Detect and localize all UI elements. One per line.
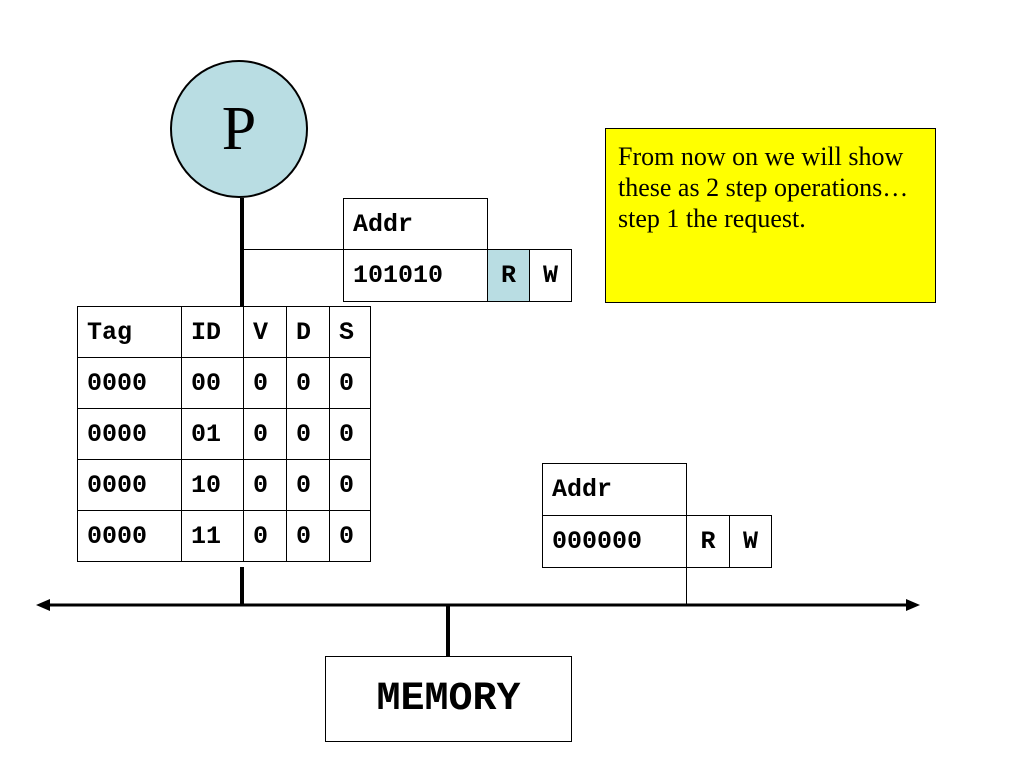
explanation-note: From now on we will show these as 2 step… <box>605 128 936 303</box>
cache-bus-link <box>240 567 244 605</box>
request-addr-value: 101010 <box>343 249 488 302</box>
cache-cell-tag: 0000 <box>77 510 182 562</box>
cache-cell-v: 0 <box>243 459 287 511</box>
bus-arrow-left-icon <box>36 599 50 611</box>
processor-cache-link <box>240 198 244 306</box>
table-row: 0000 10 0 0 0 <box>77 459 371 511</box>
table-row: 0000 11 0 0 0 <box>77 510 371 562</box>
cache-header-v: V <box>243 306 287 358</box>
bus-addr-value: 000000 <box>542 515 687 568</box>
cache-header-row: Tag ID V D S <box>77 306 371 358</box>
bus-request-connector <box>686 567 687 605</box>
cache-cell-v: 0 <box>243 510 287 562</box>
table-row: 0000 01 0 0 0 <box>77 408 371 460</box>
table-row: 0000 00 0 0 0 <box>77 357 371 409</box>
cache-cell-v: 0 <box>243 357 287 409</box>
request-connector <box>244 249 344 250</box>
cache-cell-d: 0 <box>286 459 330 511</box>
cache-cell-d: 0 <box>286 510 330 562</box>
cache-header-id: ID <box>181 306 244 358</box>
cache-cell-s: 0 <box>329 459 371 511</box>
request-read-flag: R <box>487 249 530 302</box>
memory-node: MEMORY <box>325 656 572 742</box>
processor-label: P <box>221 95 257 163</box>
request-addr-header: Addr <box>343 198 488 250</box>
cache-cell-d: 0 <box>286 357 330 409</box>
bus-memory-link <box>446 605 450 657</box>
cache-cell-tag: 0000 <box>77 408 182 460</box>
cache-table: Tag ID V D S 0000 00 0 0 0 0000 01 0 0 0… <box>77 306 371 562</box>
bus-read-flag: R <box>686 515 730 568</box>
bus-write-flag: W <box>729 515 772 568</box>
system-bus <box>36 599 920 611</box>
cache-cell-id: 11 <box>181 510 244 562</box>
cache-cell-s: 0 <box>329 510 371 562</box>
cache-cell-tag: 0000 <box>77 459 182 511</box>
cache-cell-id: 10 <box>181 459 244 511</box>
request-write-flag: W <box>529 249 572 302</box>
cache-cell-id: 00 <box>181 357 244 409</box>
cache-cell-d: 0 <box>286 408 330 460</box>
processor-node: P <box>170 60 308 198</box>
cache-cell-s: 0 <box>329 357 371 409</box>
cache-header-s: S <box>329 306 371 358</box>
cache-header-tag: Tag <box>77 306 182 358</box>
cache-cell-tag: 0000 <box>77 357 182 409</box>
cache-cell-v: 0 <box>243 408 287 460</box>
cache-cell-s: 0 <box>329 408 371 460</box>
cache-header-d: D <box>286 306 330 358</box>
bus-arrow-right-icon <box>906 599 920 611</box>
memory-label: MEMORY <box>376 676 521 722</box>
bus-addr-header: Addr <box>542 463 687 516</box>
cache-cell-id: 01 <box>181 408 244 460</box>
